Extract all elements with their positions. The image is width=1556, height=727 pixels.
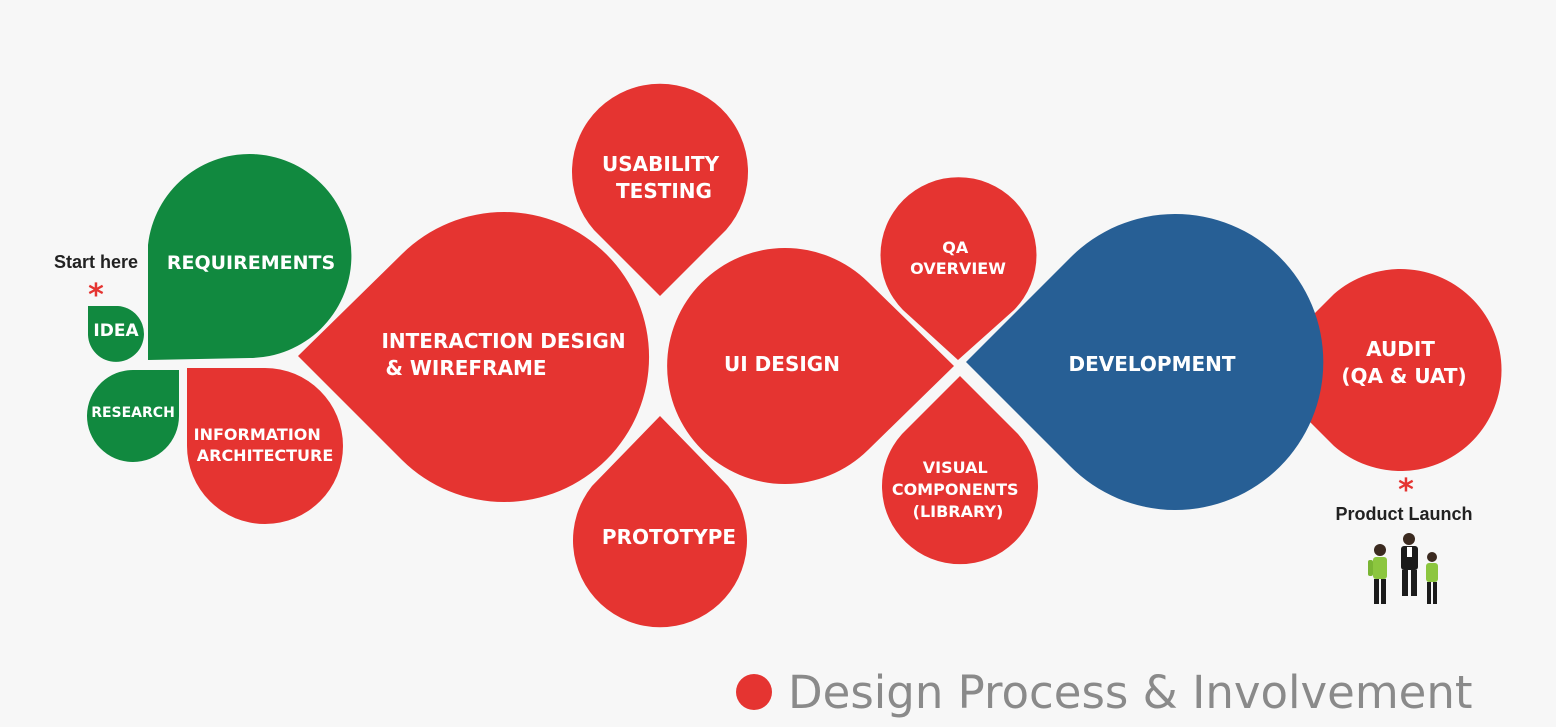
prototype-label: PROTOTYPE: [602, 525, 736, 549]
information-architecture-shape: [187, 368, 343, 524]
start-marker: *: [88, 278, 104, 313]
audit-label: AUDIT (QA & UAT): [1341, 337, 1466, 388]
visual-components-label: VISUAL COMPONENTS (LIBRARY): [892, 458, 1024, 521]
visual-components-shape: [882, 376, 1039, 565]
people-illustration: [1368, 533, 1438, 604]
product-launch-label: Product Launch: [1335, 504, 1472, 524]
idea-label: IDEA: [93, 321, 139, 341]
qa-overview-shape: [880, 177, 1037, 360]
requirements-label: REQUIREMENTS: [167, 252, 335, 274]
usability-testing-label: USABILITY TESTING: [602, 152, 726, 203]
launch-marker: *: [1398, 473, 1414, 508]
qa-overview-label: QA OVERVIEW: [910, 238, 1006, 278]
interaction-design-shape: [298, 212, 650, 502]
development-shape: [966, 213, 1324, 510]
start-here-label: Start here: [54, 252, 138, 272]
ui-design-shape: [667, 248, 954, 485]
legend: Design Process & Involvement: [736, 662, 1473, 722]
requirements-shape: [148, 154, 352, 360]
ui-design-label: UI DESIGN: [724, 352, 840, 376]
research-shape: [87, 369, 179, 462]
interaction-design-label: INTERACTION DESIGN & WIREFRAME: [381, 329, 632, 380]
prototype-shape: [573, 416, 747, 628]
legend-dot-icon: [736, 674, 772, 710]
audit-shape: [1258, 269, 1502, 471]
legend-label: Design Process & Involvement: [788, 665, 1473, 719]
information-architecture-label: INFORMATION ARCHITECTURE: [194, 425, 334, 465]
development-label: DEVELOPMENT: [1068, 352, 1235, 376]
usability-testing-shape: [572, 83, 748, 296]
idea-shape: [88, 306, 144, 362]
research-label: RESEARCH: [91, 405, 175, 421]
